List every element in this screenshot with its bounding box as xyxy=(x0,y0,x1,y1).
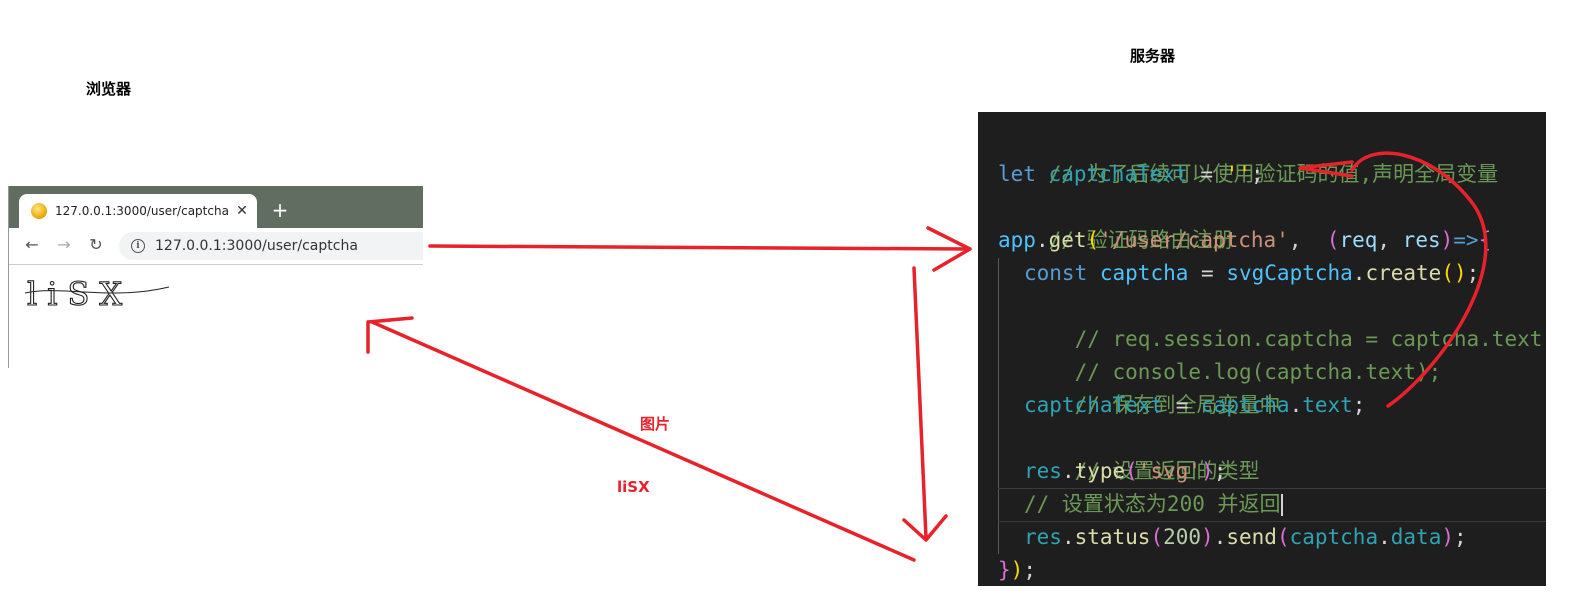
forward-arrow-icon[interactable]: → xyxy=(57,235,71,254)
code-comment: // 设置状态为200 并返回 xyxy=(1024,492,1281,516)
text-cursor xyxy=(1280,494,1283,516)
code-op: . xyxy=(1035,228,1049,252)
close-tab-icon[interactable]: ✕ xyxy=(236,203,248,219)
code-param: res xyxy=(1402,228,1441,252)
code-paren: ) xyxy=(1010,558,1024,582)
code-function: status xyxy=(1074,525,1151,549)
processing-arrowhead xyxy=(902,514,948,542)
code-paren: ) xyxy=(1201,525,1214,549)
code-line-12: // 设置状态为200 并返回 xyxy=(1024,488,1283,521)
code-line-9: captchaText = captcha.text; xyxy=(1024,393,1366,417)
code-variable: captchaText xyxy=(1048,162,1188,186)
code-line-14: }); xyxy=(998,554,1036,586)
code-line-5: const captcha = svgCaptcha.create(); xyxy=(1024,261,1480,285)
response-arrow-line xyxy=(370,320,916,562)
code-op: ; xyxy=(1352,393,1366,417)
code-object: svgCaptcha xyxy=(1226,261,1353,285)
code-op: = xyxy=(1200,162,1213,186)
code-string: 'svg' xyxy=(1137,459,1202,483)
back-arrow-icon[interactable]: ← xyxy=(25,235,39,254)
code-comment: // 验证码路由注册 xyxy=(1048,228,1234,252)
reload-icon[interactable]: ↻ xyxy=(89,235,103,254)
captcha-value-annotation: liSX xyxy=(617,478,650,496)
captcha-image-text: liSX xyxy=(27,275,132,313)
code-op: ; xyxy=(1250,162,1264,186)
browser-window: 127.0.0.1:3000/user/captcha ✕ + ← → ↻ i … xyxy=(8,186,423,368)
image-annotation: 图片 xyxy=(640,415,671,433)
code-object: res xyxy=(1024,525,1062,549)
code-comment: // 设置返回的类型 xyxy=(1074,459,1260,483)
code-param: req xyxy=(1339,228,1378,252)
code-line-7: // console.log(captcha.text); xyxy=(1024,323,1442,384)
code-string: '/user/captcha' xyxy=(1099,228,1289,252)
code-number: 200 xyxy=(1163,525,1202,549)
captcha-noise-line xyxy=(24,286,170,294)
code-string: '' xyxy=(1225,162,1251,186)
code-brace: } xyxy=(998,558,1011,582)
code-op: ; xyxy=(1454,525,1467,549)
browser-tab[interactable]: 127.0.0.1:3000/user/captcha ✕ xyxy=(19,194,257,228)
code-function: get xyxy=(1048,228,1087,252)
code-op: = xyxy=(1175,393,1189,417)
server-label: 服务器 xyxy=(1130,47,1176,65)
code-variable: captcha xyxy=(1099,261,1189,285)
code-comment: // 保存到全局变量中 xyxy=(1074,393,1281,417)
code-op: ; xyxy=(1466,261,1480,285)
code-object: app xyxy=(998,228,1036,252)
processing-arrow-line xyxy=(912,266,928,540)
indent-guide xyxy=(998,258,999,554)
code-line-4: app.get('/user/captcha', (req, res)=>{ xyxy=(998,224,1491,257)
code-function: type xyxy=(1074,459,1126,483)
code-paren: ) xyxy=(1201,459,1214,483)
code-op: ; xyxy=(1023,558,1036,582)
code-line-11: res.type('svg'); xyxy=(1024,459,1227,483)
code-arrow: => xyxy=(1453,228,1479,252)
code-paren: ) xyxy=(1440,228,1454,252)
code-function: create xyxy=(1365,261,1442,285)
code-paren: ( xyxy=(1125,459,1138,483)
code-paren: ( xyxy=(1150,525,1164,549)
code-op: ; xyxy=(1213,459,1227,483)
code-brace: { xyxy=(1478,228,1492,252)
code-object: res xyxy=(1024,459,1062,483)
code-paren: ) xyxy=(1441,525,1454,549)
page-content: liSX xyxy=(9,265,423,368)
new-tab-icon[interactable]: + xyxy=(271,198,289,222)
code-line-2: let captchaText = ''; xyxy=(998,158,1264,191)
browser-label: 浏览器 xyxy=(86,80,132,98)
code-editor: // 为了后续可以使用验证码的值,声明全局变量 let captchaText … xyxy=(978,112,1546,586)
code-paren: ( xyxy=(1276,525,1290,549)
code-line-8: // 保存到全局变量中 xyxy=(1024,356,1281,417)
code-paren: ( xyxy=(1086,228,1100,252)
code-op: , xyxy=(1377,228,1403,252)
tab-title: 127.0.0.1:3000/user/captcha xyxy=(55,204,229,218)
code-line-3: // 验证码路由注册 xyxy=(998,191,1234,252)
favicon-icon xyxy=(31,203,47,219)
code-line-13: res.status(200).send(captcha.data); xyxy=(1024,525,1467,549)
code-op: , xyxy=(1288,228,1327,252)
address-bar[interactable]: i 127.0.0.1:3000/user/captcha xyxy=(119,232,423,260)
current-line-highlight xyxy=(998,488,1546,522)
code-keyword: let xyxy=(998,162,1036,186)
code-function: send xyxy=(1226,525,1277,549)
code-op: = xyxy=(1201,261,1214,285)
code-paren: ( xyxy=(1326,228,1340,252)
code-variable: captchaText xyxy=(1024,393,1164,417)
captcha-image: liSX xyxy=(24,275,170,314)
code-line-6: // req.session.captcha = captcha.text; xyxy=(1024,290,1546,351)
code-keyword: const xyxy=(1024,261,1088,285)
code-line-10: // 设置返回的类型 xyxy=(1024,422,1260,483)
code-line-1: // 为了后续可以使用验证码的值,声明全局变量 xyxy=(998,125,1499,186)
info-icon[interactable]: i xyxy=(131,239,145,253)
tab-strip: 127.0.0.1:3000/user/captcha ✕ + xyxy=(9,186,423,228)
code-property: text xyxy=(1302,393,1353,417)
request-arrow-line xyxy=(428,244,970,251)
code-object: captcha xyxy=(1289,525,1379,549)
code-property: data xyxy=(1390,525,1442,549)
code-object: captcha xyxy=(1201,393,1290,417)
request-arrowhead xyxy=(926,226,972,272)
browser-toolbar: ← → ↻ i 127.0.0.1:3000/user/captcha xyxy=(9,228,423,265)
address-text[interactable]: 127.0.0.1:3000/user/captcha xyxy=(155,238,358,254)
code-paren: () xyxy=(1441,261,1467,285)
